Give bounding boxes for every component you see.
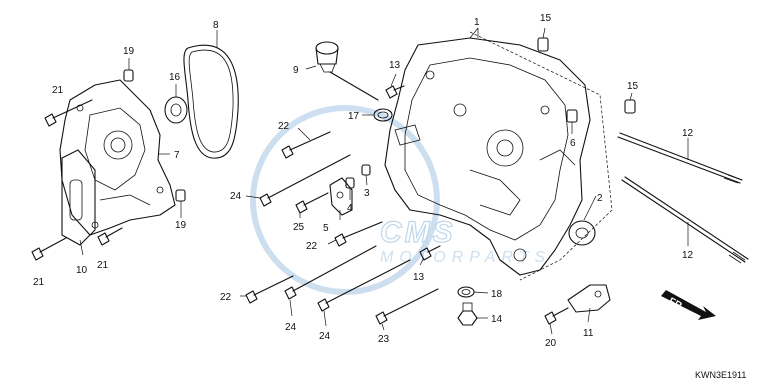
callout-14: 14 xyxy=(491,314,503,325)
callout-15-top: 15 xyxy=(540,13,552,24)
callout-22-bottom: 22 xyxy=(220,292,232,303)
callout-8: 8 xyxy=(213,20,219,31)
callout-11: 11 xyxy=(583,328,594,339)
callout-labels: 1 2 3 4 5 6 7 8 9 10 11 12 12 13 13 14 1… xyxy=(33,13,694,349)
callout-21-bottom-mid: 21 xyxy=(97,260,109,271)
callout-22-top: 22 xyxy=(278,121,290,132)
forward-label: FR. xyxy=(667,296,687,313)
callout-18: 18 xyxy=(491,289,503,300)
diagram-code: KWN3E1911 xyxy=(695,370,746,380)
callout-22-mid: 22 xyxy=(306,241,318,252)
belt-8 xyxy=(183,44,239,159)
callout-6: 6 xyxy=(570,138,576,149)
callout-2: 2 xyxy=(597,193,603,204)
callout-1: 1 xyxy=(474,17,480,28)
o-ring-17 xyxy=(373,108,393,122)
dowel-19-bottom xyxy=(175,189,186,202)
crankcase-outline xyxy=(469,31,613,281)
watermark-subtitle: MOTORPARTS xyxy=(380,249,551,266)
callout-7: 7 xyxy=(174,150,180,161)
callout-9: 9 xyxy=(293,65,299,76)
callout-13-top: 13 xyxy=(389,60,401,71)
callout-4: 4 xyxy=(347,203,353,214)
leader-lines xyxy=(79,27,689,335)
bolt-22-bottom xyxy=(245,275,294,304)
callout-5: 5 xyxy=(323,223,329,234)
callout-23: 23 xyxy=(378,334,390,345)
bolt-24-bottom xyxy=(317,259,411,312)
washer-18 xyxy=(457,286,475,298)
bolt-23 xyxy=(375,288,439,325)
bolt-20 xyxy=(544,307,569,325)
bolt-13-lower xyxy=(419,245,441,261)
collar-3 xyxy=(361,164,371,176)
drain-bolt-14 xyxy=(457,302,478,326)
callout-21-top: 21 xyxy=(52,85,64,96)
bracket-10 xyxy=(61,149,96,246)
watermark-ring xyxy=(250,105,440,295)
callout-19-top: 19 xyxy=(123,46,135,57)
bracket-5 xyxy=(329,177,353,216)
callout-10: 10 xyxy=(76,265,88,276)
callout-17: 17 xyxy=(348,111,360,122)
bolt-22-mid xyxy=(334,221,383,247)
dowel-6 xyxy=(566,109,578,123)
watermark: CMS MOTORPARTS xyxy=(250,105,551,295)
dipstick-9 xyxy=(315,41,379,101)
bolt-24-top xyxy=(259,154,351,207)
callout-19-bottom: 19 xyxy=(175,220,187,231)
stud-12-lower xyxy=(621,176,749,264)
callout-13-lower: 13 xyxy=(413,272,425,283)
callout-24-mid: 24 xyxy=(285,322,297,333)
callout-3: 3 xyxy=(364,188,370,199)
callout-24-top: 24 xyxy=(230,191,242,202)
oil-seal-2 xyxy=(568,220,596,246)
callout-12-upper: 12 xyxy=(682,128,694,139)
dowel-19-top xyxy=(123,69,134,82)
dowel-15-top xyxy=(537,37,549,52)
callout-16: 16 xyxy=(169,72,181,83)
bolt-13-top xyxy=(385,85,405,99)
collar-4 xyxy=(345,177,355,189)
bolt-21-top xyxy=(44,99,93,127)
crankcase-1 xyxy=(384,37,591,276)
bolt-22-top xyxy=(281,131,331,159)
bolt-24-mid xyxy=(284,245,377,300)
bolt-25 xyxy=(295,192,329,214)
plate-11 xyxy=(567,284,611,313)
callout-15-right: 15 xyxy=(627,81,639,92)
bolt-21-bottom-mid xyxy=(97,227,123,246)
oil-seal-16 xyxy=(164,96,188,124)
stud-12-upper xyxy=(617,132,743,184)
callout-25: 25 xyxy=(293,222,305,233)
forward-arrow-icon: FR. xyxy=(661,290,716,320)
callout-24-bottom: 24 xyxy=(319,331,331,342)
watermark-brand: CMS xyxy=(380,216,456,249)
callout-12-lower: 12 xyxy=(682,250,694,261)
callout-21-bottom-left: 21 xyxy=(33,277,45,288)
bolt-21-bottom-left xyxy=(31,237,67,261)
dowel-15-right xyxy=(624,99,636,114)
cover-plate-7 xyxy=(59,79,176,236)
callout-20: 20 xyxy=(545,338,557,349)
